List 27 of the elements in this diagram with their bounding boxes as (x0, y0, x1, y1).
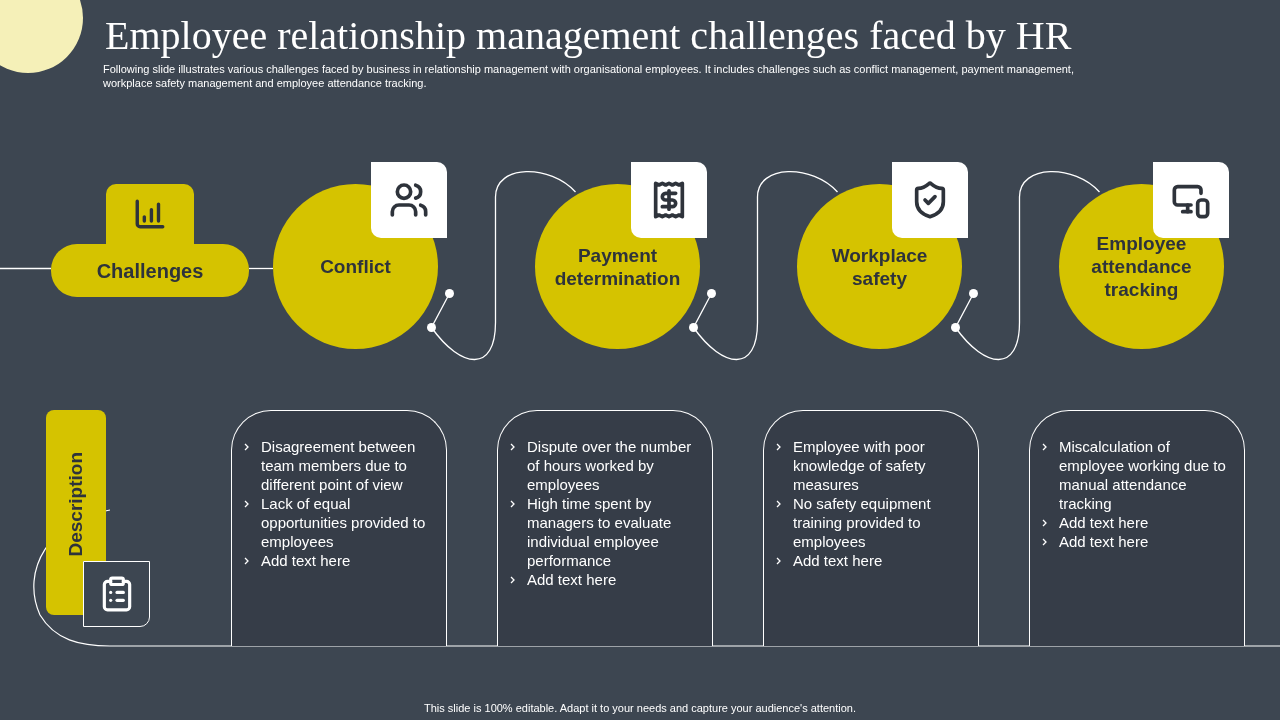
bullet-text: Employee with poor knowledge of safety measures (793, 437, 927, 494)
description-card (1029, 410, 1245, 646)
bullet-text: Disagreement between team members due to different point of view (261, 437, 417, 494)
bullet-text: High time spent by managers to evaluate individual employee performance (527, 494, 673, 570)
node-label: Conflict (320, 255, 391, 278)
bullet-text: Dispute over the number of hours worked by employees (527, 437, 693, 494)
description-card (497, 410, 713, 646)
tab-node (46, 410, 106, 561)
bullet-text: Add text here (1059, 532, 1149, 551)
node-label: Workplace safety (830, 243, 929, 290)
bullet-text: No safety equipment training provided to employees (793, 494, 932, 551)
bullet-text: Miscalculation of employee working due to manual attendance tracking (1059, 437, 1227, 513)
node-label: Description (63, 452, 87, 557)
subtitle-text: Following slide illustrates various challenges faced by business in relationship management with organisational employees. It includes challenges such as conflict management, payment management, workplace safety management and employee attendance tracking. (103, 62, 1075, 90)
node-label: Employee attendance tracking (1090, 232, 1193, 301)
pill-node (51, 244, 249, 297)
node-label: Challenges (96, 258, 204, 284)
bullet-text: Add text here (1059, 513, 1149, 532)
bullet-text: Add text here (261, 551, 351, 570)
bullet-text: Add text here (793, 551, 883, 570)
description-card (231, 410, 447, 646)
node-label: Payment determination (553, 243, 682, 290)
bullet-text: Lack of equal opportunities provided to employees (261, 494, 427, 551)
slide-title: Employee relationship management challenges faced by HR (105, 12, 1072, 60)
footer-note: This slide is 100% editable. Adapt it to your needs and capture your audience's attention. (423, 701, 857, 716)
bullet-text: Add text here (527, 570, 617, 589)
description-card (763, 410, 979, 646)
